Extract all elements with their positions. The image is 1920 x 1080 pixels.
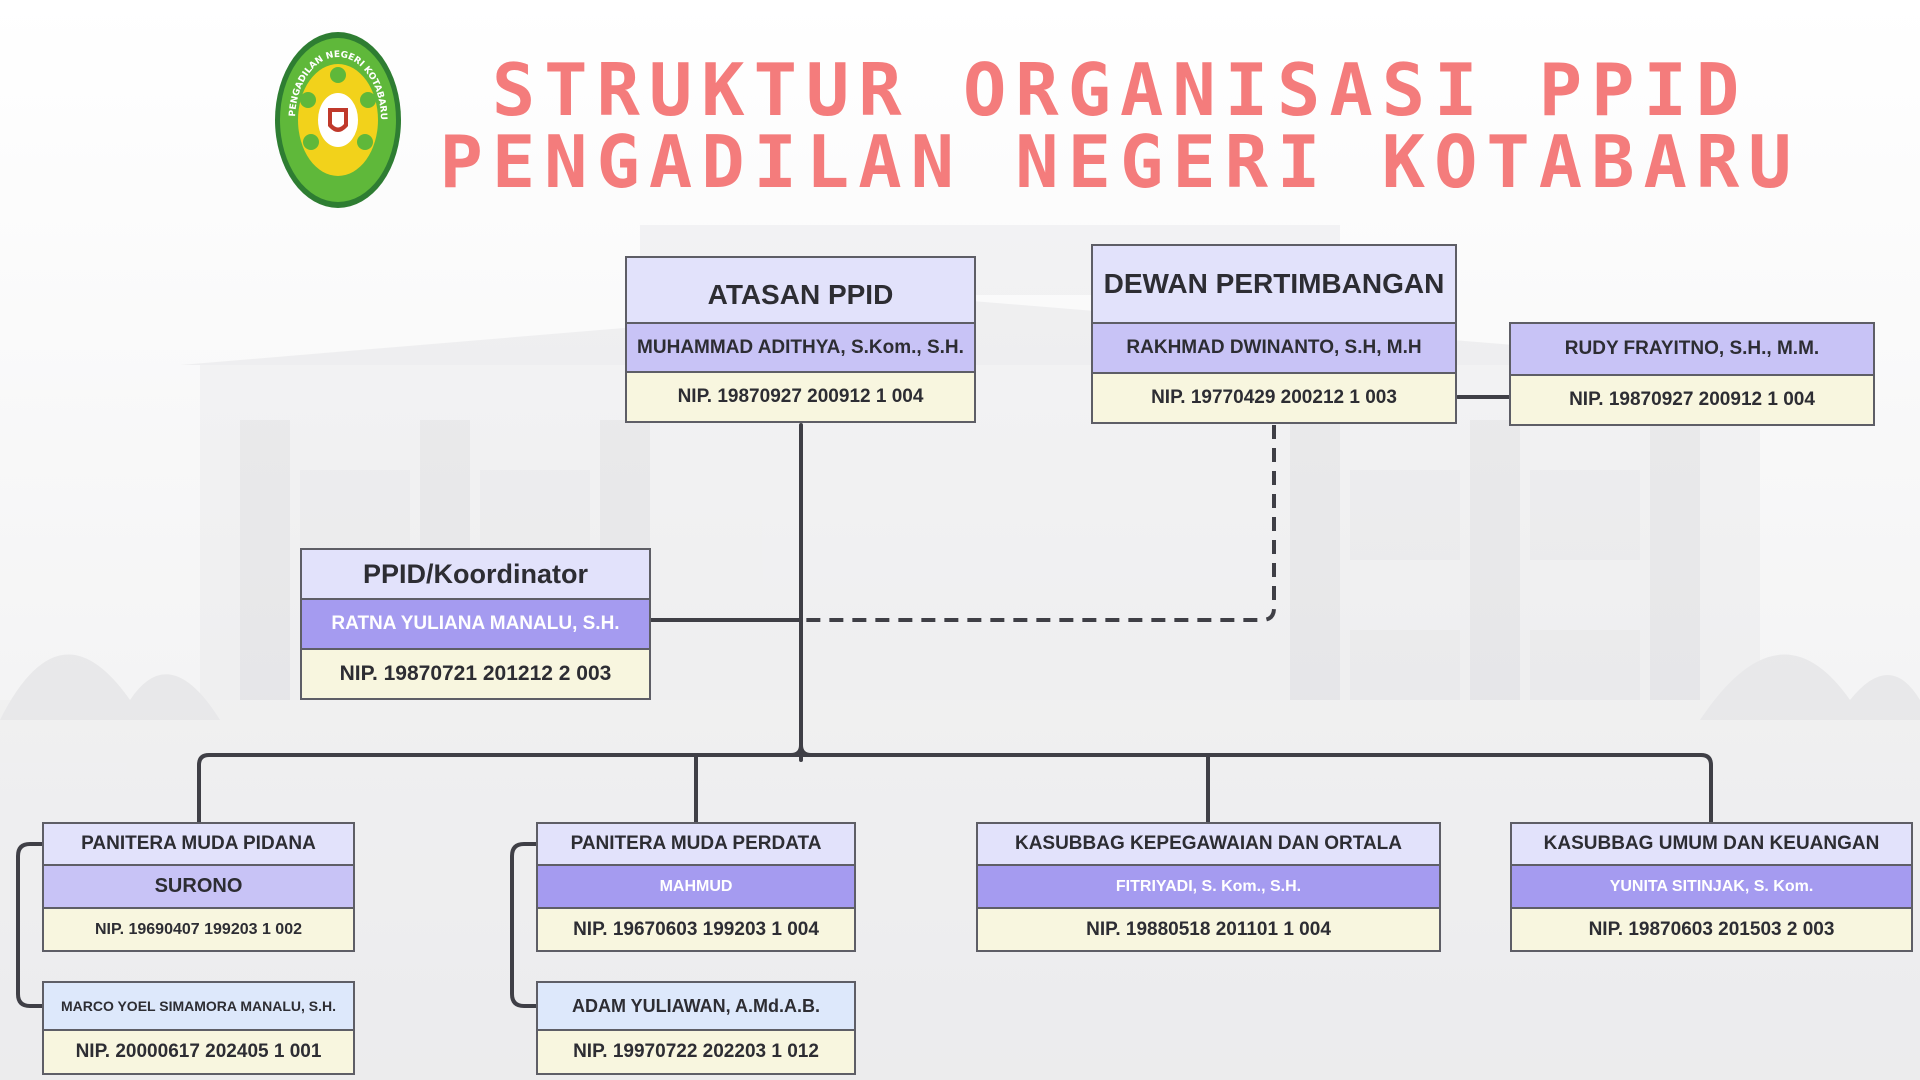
atasan-ppid-title: ATASAN PPID	[627, 258, 974, 322]
kasubbag-kepegawaian-name: FITRIYADI, S. Kom., S.H.	[978, 864, 1439, 907]
connector-dewan-dashed	[805, 425, 1276, 622]
panitera-pidana-staff-name: MARCO YOEL SIMAMORA MANALU, S.H.	[44, 983, 353, 1029]
connector-atasan-bar	[789, 743, 813, 757]
kasubbag-umum-nip: NIP. 19870603 201503 2 003	[1512, 907, 1911, 950]
atasan-ppid-name: MUHAMMAD ADITHYA, S.Kom., S.H.	[627, 322, 974, 371]
panitera-pidana-name: SURONO	[44, 864, 353, 907]
ppid-koordinator-title: PPID/Koordinator	[302, 550, 649, 598]
atasan-ppid-box: ATASAN PPID MUHAMMAD ADITHYA, S.Kom., S.…	[625, 256, 976, 423]
panitera-perdata-title: PANITERA MUDA PERDATA	[538, 824, 854, 864]
connector-perdata-staff	[510, 842, 538, 1008]
dewan-member-name: RUDY FRAYITNO, S.H., M.M.	[1511, 324, 1873, 374]
kasubbag-umum-box: KASUBBAG UMUM DAN KEUANGAN YUNITA SITINJ…	[1510, 822, 1913, 952]
panitera-pidana-nip: NIP. 19690407 199203 1 002	[44, 907, 353, 950]
ppid-koordinator-box: PPID/Koordinator RATNA YULIANA MANALU, S…	[300, 548, 651, 700]
court-logo-emblem: PENGADILAN NEGERI KOTABARU	[275, 32, 401, 208]
panitera-pidana-staff-box: MARCO YOEL SIMAMORA MANALU, S.H. NIP. 20…	[42, 981, 355, 1075]
ppid-koordinator-name: RATNA YULIANA MANALU, S.H.	[302, 598, 649, 648]
connector-branch-bar	[197, 753, 1713, 824]
panitera-perdata-name: MAHMUD	[538, 864, 854, 907]
dewan-member-nip: NIP. 19870927 200912 1 004	[1511, 374, 1873, 424]
panitera-pidana-staff-nip: NIP. 20000617 202405 1 001	[44, 1029, 353, 1073]
atasan-ppid-nip: NIP. 19870927 200912 1 004	[627, 371, 974, 421]
panitera-perdata-staff-name: ADAM YULIAWAN, A.Md.A.B.	[538, 983, 854, 1029]
dewan-pertimbangan-title: DEWAN PERTIMBANGAN	[1093, 246, 1455, 322]
dewan-pertimbangan-nip: NIP. 19770429 200212 1 003	[1093, 372, 1455, 422]
panitera-perdata-staff-nip: NIP. 19970722 202203 1 012	[538, 1029, 854, 1073]
dewan-member-box: RUDY FRAYITNO, S.H., M.M. NIP. 19870927 …	[1509, 322, 1875, 426]
panitera-perdata-nip: NIP. 19670603 199203 1 004	[538, 907, 854, 950]
dewan-pertimbangan-name: RAKHMAD DWINANTO, S.H, M.H	[1093, 322, 1455, 372]
panitera-pidana-title: PANITERA MUDA PIDANA	[44, 824, 353, 864]
panitera-perdata-staff-box: ADAM YULIAWAN, A.Md.A.B. NIP. 19970722 2…	[536, 981, 856, 1075]
page-title-line-2: PENGADILAN NEGERI KOTABARU	[439, 120, 1801, 204]
connector-pidana-staff	[16, 842, 44, 1008]
dewan-pertimbangan-box: DEWAN PERTIMBANGAN RAKHMAD DWINANTO, S.H…	[1091, 244, 1457, 424]
panitera-perdata-box: PANITERA MUDA PERDATA MAHMUD NIP. 196706…	[536, 822, 856, 952]
kasubbag-kepegawaian-title: KASUBBAG KEPEGAWAIAN DAN ORTALA	[978, 824, 1439, 864]
page-title-line-1: STRUKTUR ORGANISASI PPID	[491, 48, 1749, 132]
kasubbag-umum-name: YUNITA SITINJAK, S. Kom.	[1512, 864, 1911, 907]
ppid-koordinator-nip: NIP. 19870721 201212 2 003	[302, 648, 649, 698]
kasubbag-kepegawaian-nip: NIP. 19880518 201101 1 004	[978, 907, 1439, 950]
kasubbag-umum-title: KASUBBAG UMUM DAN KEUANGAN	[1512, 824, 1911, 864]
kasubbag-kepegawaian-box: KASUBBAG KEPEGAWAIAN DAN ORTALA FITRIYAD…	[976, 822, 1441, 952]
panitera-pidana-box: PANITERA MUDA PIDANA SURONO NIP. 1969040…	[42, 822, 355, 952]
